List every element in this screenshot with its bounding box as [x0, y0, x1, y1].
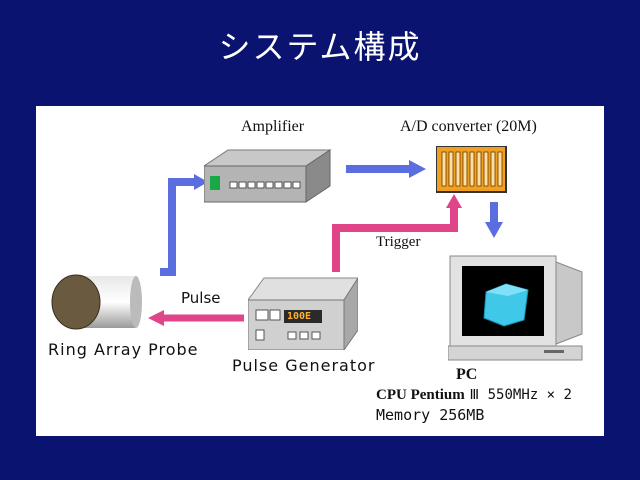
- ad-converter-device: [436, 146, 507, 193]
- generator-display-readout: 100E: [287, 311, 312, 322]
- amplifier-to-ad-arrowhead: [409, 160, 426, 178]
- diagram-panel: 100E Amplifier A/D converter (20M) Trigg…: [36, 106, 604, 436]
- amplifier-label: Amplifier: [241, 118, 305, 135]
- amplifier-device: [204, 149, 332, 203]
- slide-title: システム構成: [218, 28, 422, 66]
- probe-label: Ring Array Probe: [48, 340, 199, 359]
- connection-arrows: [148, 160, 503, 326]
- amplifier-status-led: [210, 176, 220, 190]
- probe-to-amplifier-arrowhead: [194, 174, 208, 190]
- pulse-label: Pulse: [181, 289, 221, 307]
- generator-display: [284, 310, 322, 323]
- pulse-arrowhead: [148, 310, 164, 326]
- ring-array-probe: [51, 274, 142, 330]
- pc-computer: [448, 255, 583, 361]
- pc-cpu-suffix: Ⅲ 550MHz × 2: [469, 387, 572, 403]
- trigger-label: Trigger: [376, 234, 421, 250]
- ad-converter-label: A/D converter (20M): [400, 118, 537, 135]
- pc-label: PC: [456, 366, 478, 383]
- pc-memory-spec: Memory 256MB: [376, 406, 485, 424]
- trigger-arrow: [332, 206, 458, 272]
- ad-to-pc-arrowhead: [485, 222, 503, 238]
- pulse-generator-device: [248, 277, 358, 350]
- pc-cpu-spec: CPU Pentium Ⅲ 550MHz × 2: [376, 385, 572, 404]
- trigger-arrowhead: [446, 194, 462, 208]
- pc-cpu-prefix: CPU Pentium: [376, 387, 465, 403]
- pulse-generator-label: Pulse Generator: [232, 356, 376, 375]
- probe-to-amplifier-arrow: [160, 178, 196, 276]
